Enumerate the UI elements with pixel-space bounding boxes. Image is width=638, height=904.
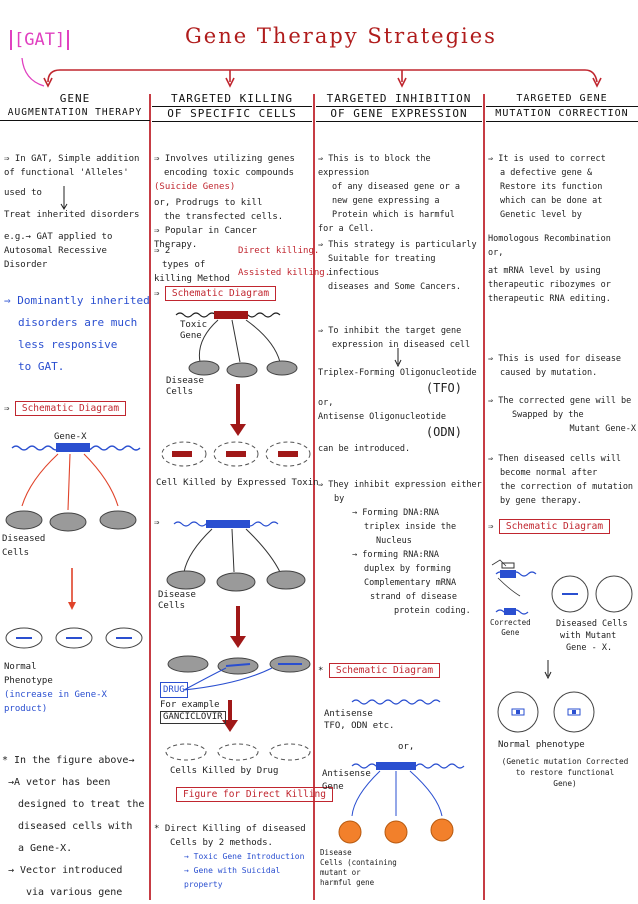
page-title: Gene Therapy Strategies <box>185 24 497 48</box>
col2-assisted-killing: Assisted killing. <box>238 268 331 278</box>
col4-normal-phenotype-label: Normal phenotype <box>498 740 585 750</box>
col4-diseased-cells-label: Diseased Cells with Mutant Gene - X. <box>556 619 628 653</box>
col2-direct-note: * Direct Killing of diseased Cells by 2 … <box>154 824 306 889</box>
col2-example-label: For example GANCICLOVIR <box>160 700 226 724</box>
col4-schematic-box: ⇒ Schematic Diagram <box>488 519 611 534</box>
col1-figure-note: * In the figure above→ →A vetor has been… <box>2 755 145 898</box>
col2-drug-label: DRUG <box>160 682 188 698</box>
col3-or-label: or, <box>398 742 415 752</box>
col1-heading: GENE AUGMENTATION THERAPY <box>0 92 150 121</box>
col3-oligos: Triplex-Forming Oligonucleotide (TFO) or… <box>318 368 477 454</box>
col3-schematic-box: * Schematic Diagram <box>318 663 441 678</box>
col4-heading: TARGETED GENE MUTATION CORRECTION <box>486 92 638 122</box>
col1-normal-label: Normal Phenotype (increase in Gene-X pro… <box>4 662 107 714</box>
col3-heading: TARGETED INHIBITION OF GENE EXPRESSION <box>316 92 482 122</box>
col2-intro: ⇒ Involves utilizing genes encoding toxi… <box>154 154 295 250</box>
col1-note: ⇒ Dominantly inherited disorders are muc… <box>4 294 150 373</box>
col4-usage: ⇒ This is used for disease caused by mut… <box>488 354 622 378</box>
col2-direct-killing: Direct killing. <box>238 246 320 256</box>
col1-intro: ⇒ In GAT, Simple addition of functional … <box>4 154 140 270</box>
col3-strategy: ⇒ This strategy is particularly Suitable… <box>318 240 477 292</box>
col2-figure-box: Figure for Direct Killing <box>176 782 333 802</box>
col1-schematic-box: ⇒ Schematic Diagram <box>4 401 127 416</box>
col2-killed-drug-label: Cells Killed by Drug <box>170 766 279 776</box>
col2-killed-toxin-label: Cell Killed by Expressed Toxin <box>156 478 319 488</box>
col4-swap: ⇒ The corrected gene will be Swapped by … <box>488 396 636 434</box>
col4-normalize: ⇒ Then diseased cells will become normal… <box>488 454 634 506</box>
col3-mechanisms: ⇒ They inhibit expression either by → Fo… <box>318 480 482 616</box>
col2-schematic-box: ⇒ Schematic Diagram <box>154 286 277 301</box>
col1-gene-x-label: Gene-X <box>54 432 87 442</box>
col2-heading: TARGETED KILLING OF SPECIFIC CELLS <box>152 92 312 122</box>
col4-intro: ⇒ It is used to correct a defective gene… <box>488 154 611 304</box>
col4-genetic-correction-note: (Genetic mutation Corrected to restore f… <box>501 757 629 788</box>
gat-tag: [GAT] <box>10 30 70 50</box>
col3-intro: ⇒ This is to block the expression of any… <box>318 154 460 234</box>
col2-arrow-marker: ⇒ <box>154 518 160 528</box>
col2-kill-types: ⇒ 2 types of killing Method <box>154 246 230 284</box>
col3-inhibit: ⇒ To inhibit the target gene expression … <box>318 326 471 350</box>
